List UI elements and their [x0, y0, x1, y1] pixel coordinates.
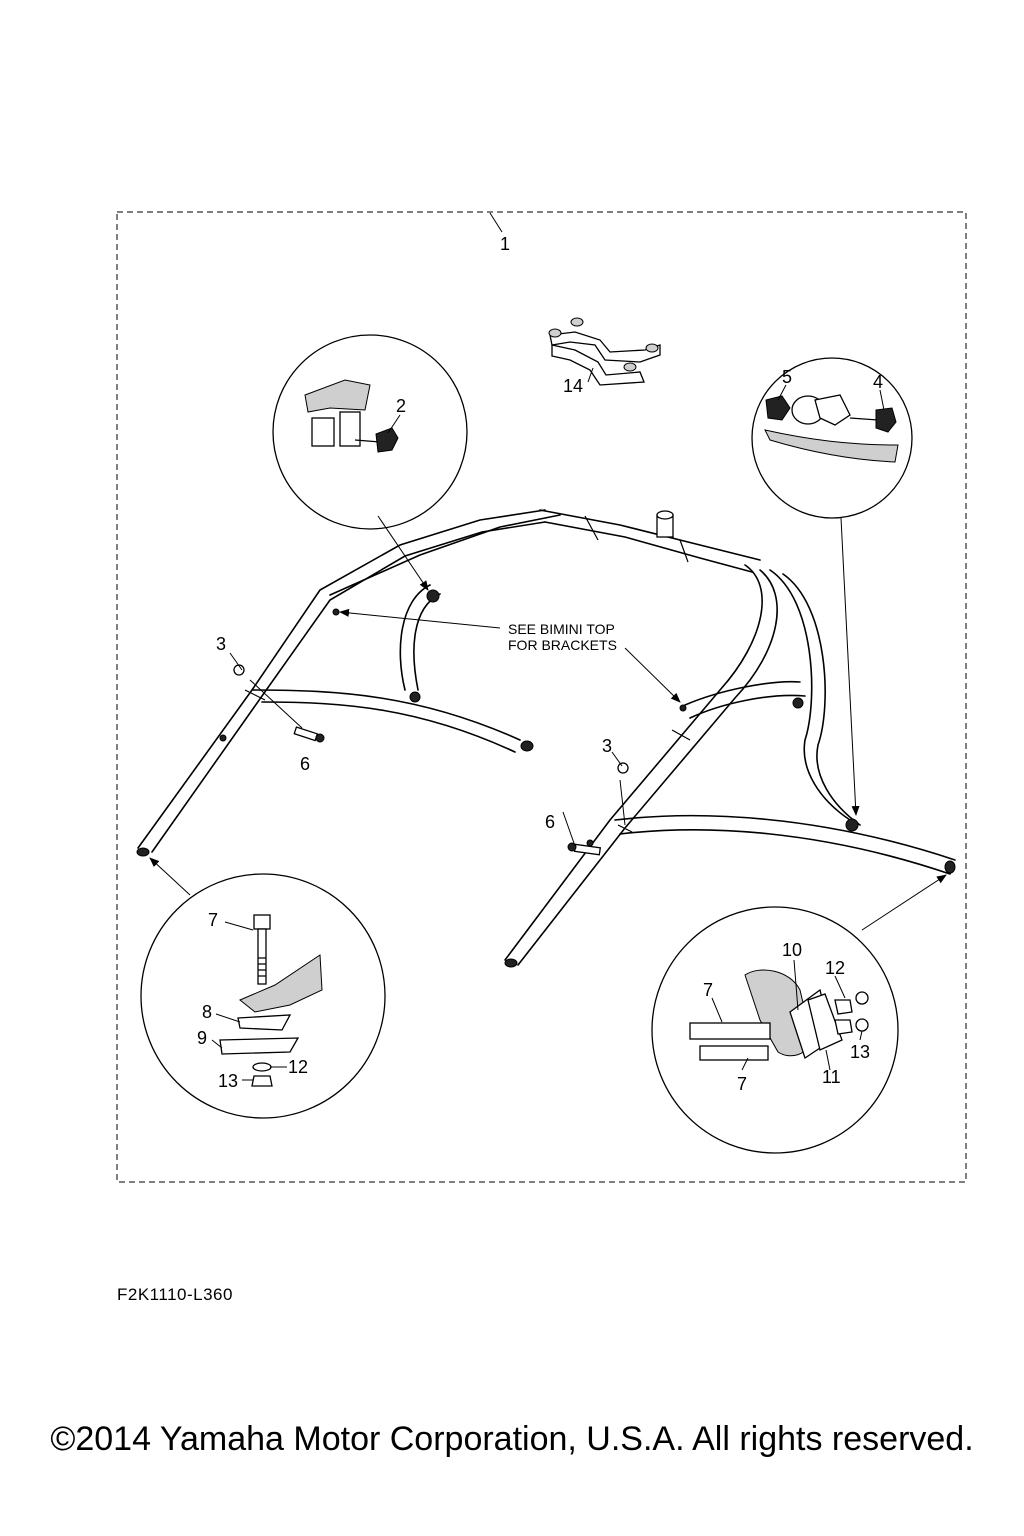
bimini-note-line-2: FOR BRACKETS	[508, 637, 617, 653]
callout-10: 10	[782, 940, 802, 960]
callout-2: 2	[396, 396, 406, 416]
detail-circle-knob-2	[272, 334, 468, 530]
callout-labels: 1 14 2 5 4 3 6 3 6 SEE BIMINI TOP FOR BR…	[197, 234, 883, 1094]
bracket-part-14	[548, 317, 661, 386]
kit-boundary	[116, 211, 967, 1183]
callout-12-left: 12	[288, 1057, 308, 1077]
callout-3-left: 3	[216, 634, 226, 654]
detail-circle-left-leg-hardware	[140, 873, 386, 1119]
drawing-code: F2K1110-L360	[117, 1285, 233, 1304]
tower-frame	[136, 509, 956, 968]
callout-7-right-bottom: 7	[737, 1074, 747, 1094]
callout-11: 11	[822, 1067, 841, 1087]
callout-12-right: 12	[825, 958, 845, 978]
leader-lines	[211, 212, 885, 1081]
detail-circle-knobs-4-5	[751, 357, 913, 519]
callout-6-left: 6	[300, 754, 310, 774]
callout-7-left: 7	[208, 910, 218, 930]
callout-7-right-top: 7	[703, 980, 713, 1000]
callout-5: 5	[782, 367, 792, 387]
copyright-notice: ©2014 Yamaha Motor Corporation, U.S.A. A…	[50, 1420, 974, 1458]
callout-9: 9	[197, 1028, 207, 1048]
callout-1: 1	[500, 234, 510, 254]
callout-8: 8	[202, 1002, 212, 1022]
callout-3-right: 3	[602, 736, 612, 756]
bimini-note-line-1: SEE BIMINI TOP	[508, 621, 615, 637]
callout-6-right: 6	[545, 812, 555, 832]
callout-13-right: 13	[850, 1042, 870, 1062]
loose-hardware	[233, 664, 629, 856]
callout-13-left: 13	[218, 1071, 238, 1091]
pointer-arrows	[149, 515, 947, 931]
callout-14: 14	[563, 376, 583, 396]
detail-circle-right-leg-hardware	[651, 906, 899, 1154]
callout-4: 4	[873, 372, 883, 392]
